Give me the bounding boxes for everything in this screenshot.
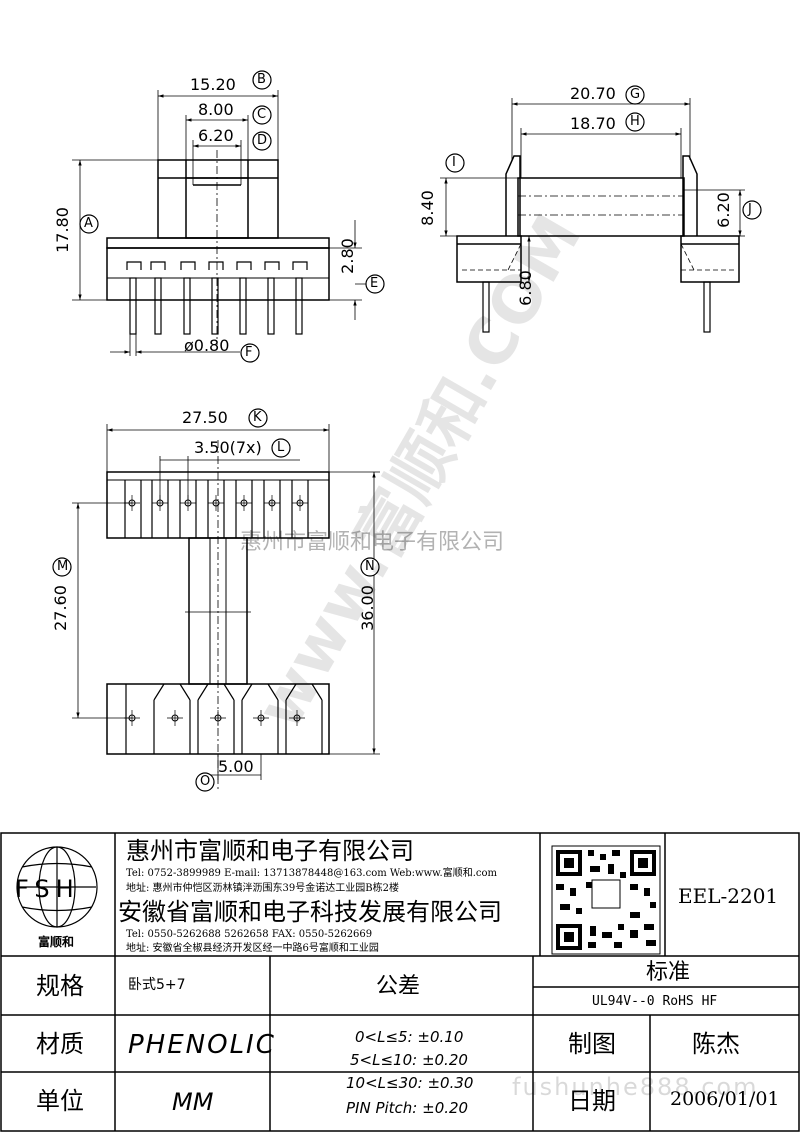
dim-o: 5.00 <box>218 757 254 776</box>
callout-l: L <box>277 440 285 455</box>
company1-contact: Tel: 0752-3899989 E-mail: 13713878448@16… <box>126 868 497 879</box>
callout-k: K <box>253 410 262 425</box>
unit-label: 单位 <box>36 1087 84 1115</box>
dim-m: 27.60 <box>50 585 70 631</box>
callout-j: J <box>748 202 752 217</box>
title-block: FSH 富顺和 惠州市富顺和电子有限公司 Tel: 0752-3899989 E… <box>0 832 800 1132</box>
dim-c: 8.00 <box>198 100 234 119</box>
callout-f: F <box>245 345 253 360</box>
tolerance-2: 10<L≤30: ±0.30 <box>346 1074 474 1092</box>
material-label: 材质 <box>36 1030 84 1058</box>
dim-g: 20.70 <box>570 84 616 103</box>
logo-text: FSH <box>15 875 80 903</box>
dim-k: 27.50 <box>182 408 228 427</box>
callout-c: C <box>257 107 267 122</box>
dim-pin-height: 6.80 <box>515 270 535 306</box>
tolerance-0: 0<L≤5: ±0.10 <box>355 1028 464 1046</box>
title-block-grid <box>0 832 800 1132</box>
qr-code <box>551 845 661 955</box>
material-value: PHENOLIC <box>128 1030 276 1060</box>
callout-h: H <box>630 114 640 129</box>
callout-d: D <box>257 133 268 148</box>
company1-name: 惠州市富顺和电子有限公司 <box>126 837 414 865</box>
standard-label: 标准 <box>646 960 691 985</box>
dim-e: 2.80 <box>337 238 357 274</box>
callout-n: N <box>365 559 375 574</box>
company1-address: 地址: 惠州市仲恺区沥林镇泮沥围东39号金诺达工业园B栋2楼 <box>126 883 399 894</box>
dim-h: 18.70 <box>570 114 616 133</box>
date-value: 2006/01/01 <box>670 1088 780 1110</box>
standard-value: UL94V--0 RoHS HF <box>592 994 718 1009</box>
callout-o: O <box>200 774 211 789</box>
company2-address: 地址: 安徽省全椒县经济开发区经一中路6号富顺和工业园 <box>126 943 379 954</box>
watermark-company: 惠州市富顺和电子有限公司 <box>240 530 505 555</box>
unit-value: MM <box>172 1088 214 1116</box>
callout-i: I <box>452 155 456 170</box>
dim-j: 6.20 <box>713 192 733 228</box>
dim-d: 6.20 <box>198 126 234 145</box>
callout-m: M <box>57 559 69 574</box>
dim-f: ø0.80 <box>184 336 230 355</box>
dim-b: 15.20 <box>190 75 236 94</box>
part-number: EEL-2201 <box>678 884 779 908</box>
dim-l: 3.50(7x) <box>194 438 262 457</box>
tolerance-label: 公差 <box>376 974 421 999</box>
tolerance-3: PIN Pitch: ±0.20 <box>346 1099 469 1117</box>
dim-a: 17.80 <box>52 207 72 253</box>
dim-i: 8.40 <box>417 190 437 226</box>
callout-e: E <box>370 276 379 291</box>
dim-n: 36.00 <box>357 585 377 631</box>
technical-drawing <box>52 70 762 792</box>
company2-contact: Tel: 0550-5262688 5262658 FAX: 0550-5262… <box>126 929 373 940</box>
callout-b: B <box>257 72 266 87</box>
drawn-value: 陈杰 <box>692 1030 740 1058</box>
bottom-view <box>72 424 380 790</box>
tolerance-1: 5<L≤10: ±0.20 <box>350 1051 468 1069</box>
drawn-label: 制图 <box>568 1030 616 1058</box>
company2-name: 安徽省富顺和电子科技发展有限公司 <box>118 898 502 926</box>
callout-circles <box>52 70 762 792</box>
front-view <box>72 90 372 356</box>
side-view <box>440 98 745 333</box>
date-label: 日期 <box>568 1087 616 1115</box>
globe-icon <box>16 846 98 928</box>
logo-caption: 富顺和 <box>38 935 75 949</box>
spec-value: 卧式5+7 <box>128 977 186 993</box>
spec-label: 规格 <box>36 972 84 1000</box>
watermark-url: fushunhe888.com <box>512 1073 759 1101</box>
callout-g: G <box>630 87 641 102</box>
callout-a: A <box>84 216 93 231</box>
